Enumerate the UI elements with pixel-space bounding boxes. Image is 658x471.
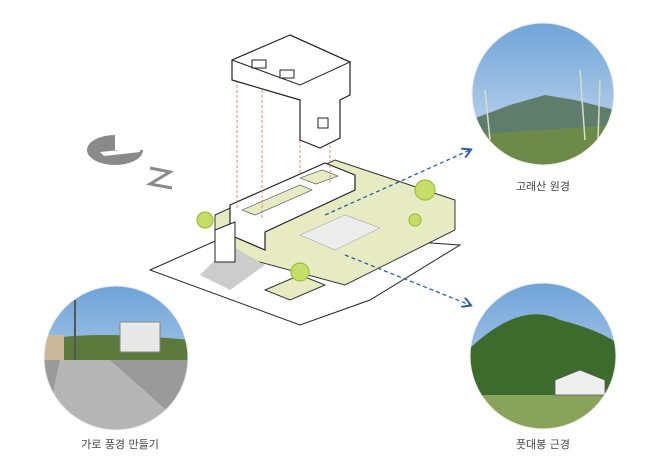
north-arrow-icon [87, 135, 175, 190]
view-arrow-near [344, 254, 470, 305]
caption-street-view: 가로 풍경 만들기 [81, 438, 159, 451]
view-arrow-far [324, 150, 470, 216]
caption-gorae-mountain: 고래산 원경 [515, 180, 571, 193]
site-plan-axonometric [148, 34, 462, 326]
photo-street-view [44, 286, 188, 430]
photo-gorae-mountain [472, 23, 614, 165]
caption-putdae-peak: 풋대봉 근경 [515, 438, 571, 451]
photo-putdae-peak [470, 283, 616, 429]
